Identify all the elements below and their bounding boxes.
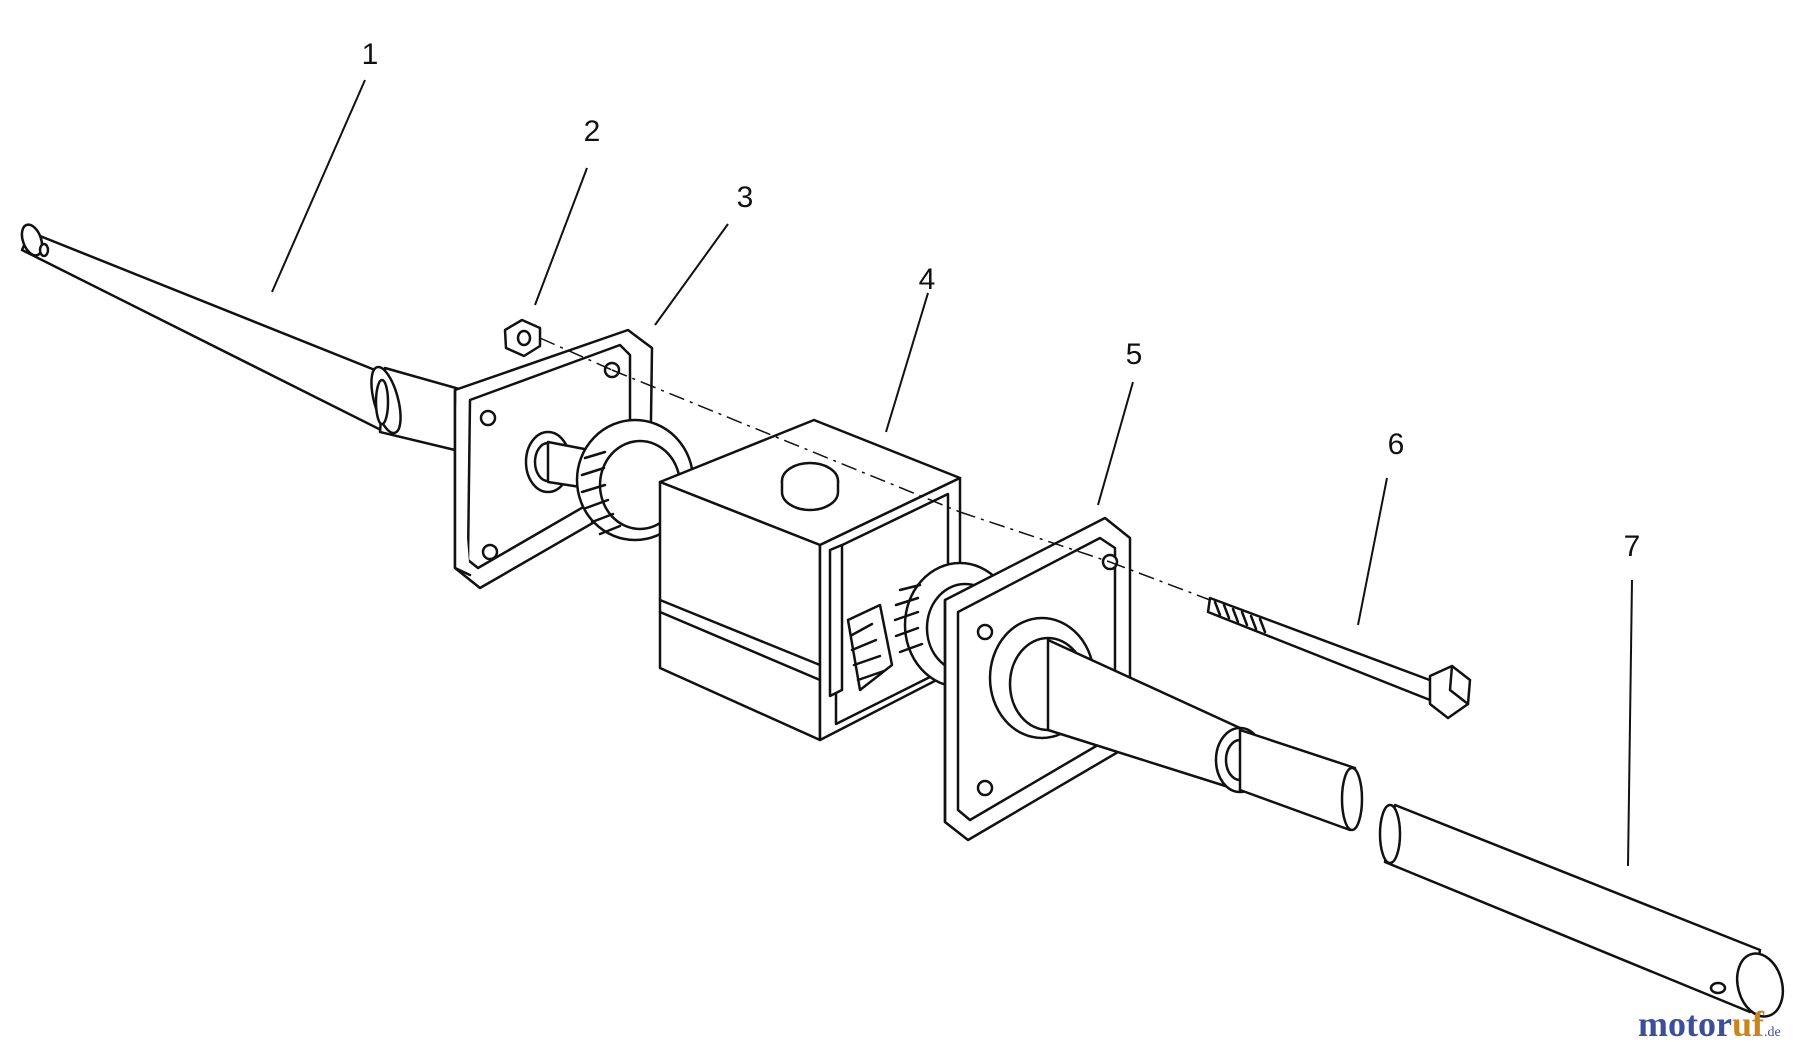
callout-4: 4: [919, 263, 936, 296]
callout-2: 2: [584, 115, 601, 148]
callout-6: 6: [1388, 428, 1405, 461]
watermark-part-a: motor: [1638, 1004, 1732, 1044]
callout-1: 1: [362, 38, 379, 71]
svg-text:motoruf.de: motoruf.de: [1638, 1004, 1781, 1044]
part-4-gear-housing: [658, 418, 962, 742]
part-7-output-shaft: [1378, 803, 1785, 1018]
callout-5: 5: [1126, 338, 1143, 371]
part-6-bolt: [1206, 596, 1472, 720]
part-5-right-plate: [943, 516, 1364, 842]
watermark-part-b: uf: [1732, 1004, 1765, 1044]
part-2-nut: [503, 318, 542, 358]
callout-3: 3: [737, 181, 754, 214]
watermark-suffix: .de: [1764, 1025, 1781, 1040]
callout-labels: 1 2 3 4 5 6 7: [362, 38, 1641, 563]
part-1-input-shaft: [20, 223, 472, 452]
callout-7: 7: [1624, 530, 1641, 563]
assembly-centerlines: [539, 337, 1211, 601]
leader-lines: [271, 79, 1633, 867]
watermark: motoruf.de: [1638, 1004, 1781, 1044]
